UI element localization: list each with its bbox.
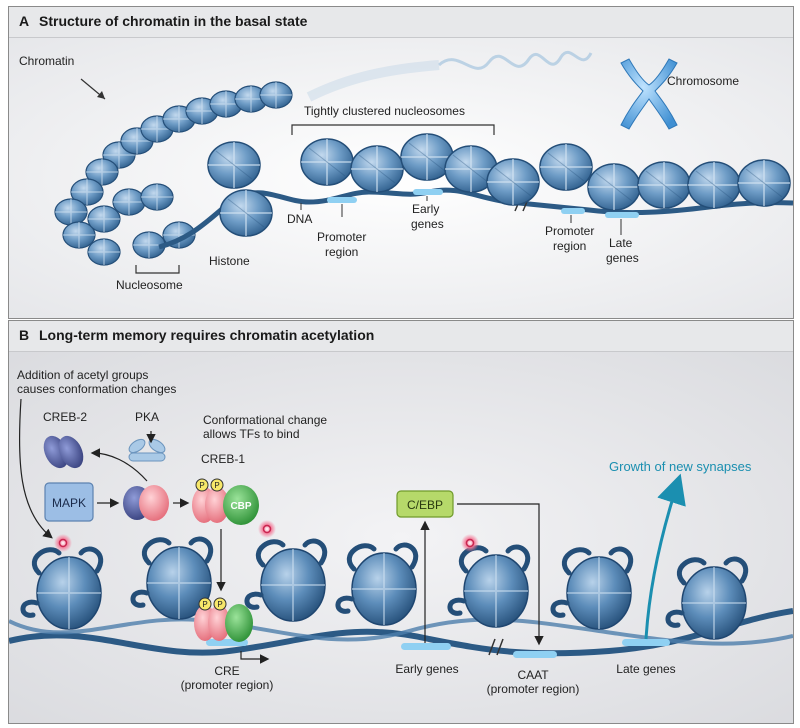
label-acetyl-line1: Addition of acetyl groups [17, 368, 148, 382]
label-chromatin: Chromatin [19, 54, 74, 68]
label-early-genes-b: Early genes [395, 662, 458, 676]
mapk-box: MAPK [44, 482, 94, 522]
dna-break-mark-b [488, 638, 504, 656]
label-mapk: MAPK [52, 496, 86, 510]
chromatin-structure-illustration: Chromatin Chromosome Tightly clustered n… [9, 37, 793, 318]
panel-a-title: Structure of chromatin in the basal stat… [39, 13, 308, 29]
label-promoter-2-line1: Promoter [545, 224, 594, 238]
promoter-region-highlight-2 [561, 208, 585, 214]
chromatin-fiber-fade [306, 60, 440, 102]
acetyl-arrow [18, 398, 53, 539]
creb2-protein [43, 435, 84, 469]
dimer-to-creb2-arrow [90, 448, 148, 482]
label-late-genes-b: Late genes [616, 662, 675, 676]
transcription-arrow [240, 651, 270, 664]
label-p-2: P [214, 481, 219, 490]
label-early-genes-line1: Early [412, 202, 439, 216]
panel-a-letter: A [19, 13, 30, 29]
label-acetyl-line2: causes conformation changes [17, 382, 176, 396]
cebp-box: C/EBP [396, 490, 454, 518]
acetylation-illustration: MAPK CBP P P [9, 351, 793, 723]
label-cre-line2: (promoter region) [181, 678, 274, 692]
label-nucleosome: Nucleosome [116, 278, 183, 292]
label-caat-line2: (promoter region) [487, 682, 580, 696]
creb1-bound-complex: P P [194, 597, 253, 642]
label-cbp: CBP [230, 501, 251, 512]
label-late-genes-line1: Late [609, 236, 633, 250]
label-promoter-2-line2: region [553, 239, 586, 253]
label-p-3: P [202, 600, 207, 609]
label-chromosome: Chromosome [667, 74, 739, 88]
chromosome-icon [620, 58, 678, 130]
panel-b-header: B Long-term memory requires chromatin ac… [9, 321, 793, 352]
label-histone: Histone [209, 254, 250, 268]
label-early-genes-line2: genes [411, 217, 444, 231]
late-genes-highlight [605, 212, 639, 218]
panel-b-title: Long-term memory requires chromatin acet… [39, 327, 375, 343]
label-conf-line2: allows TFs to bind [203, 427, 300, 441]
label-cebp: C/EBP [407, 498, 443, 512]
late-genes-highlight-b [622, 639, 670, 646]
label-cre-line1: CRE [214, 664, 239, 678]
tightly-clustered-bracket [291, 124, 495, 135]
early-genes-highlight [413, 189, 443, 195]
label-promoter-1-line1: Promoter [317, 230, 366, 244]
acetyl-groups [54, 520, 479, 552]
label-caat-line1: CAAT [517, 668, 549, 682]
panel-b-letter: B [19, 327, 30, 343]
label-late-genes-line2: genes [606, 251, 639, 265]
cebp-to-caat-arrow [457, 503, 544, 646]
creb1-cbp-complex: CBP P P [192, 478, 259, 525]
label-creb1: CREB-1 [201, 452, 245, 466]
label-creb2: CREB-2 [43, 410, 87, 424]
promoter-region-highlight-1 [327, 197, 357, 203]
label-dna: DNA [287, 212, 312, 226]
dna-strand-faint [437, 50, 593, 70]
caat-highlight [513, 651, 557, 658]
label-p-4: P [217, 600, 222, 609]
panel-b: B Long-term memory requires chromatin ac… [8, 320, 794, 724]
chromatin-arrowhead [97, 91, 105, 99]
nucleosome-bracket [135, 265, 180, 274]
growth-arrow [644, 473, 686, 640]
early-genes-highlight-b [401, 643, 451, 650]
label-promoter-1-line2: region [325, 245, 358, 259]
label-conf-line1: Conformational change [203, 413, 327, 427]
panel-a-header: A Structure of chromatin in the basal st… [9, 7, 793, 38]
label-pka: PKA [135, 410, 159, 424]
creb-dimer [123, 485, 169, 521]
label-tightly-clustered: Tightly clustered nucleosomes [304, 104, 465, 118]
label-p-1: P [199, 481, 204, 490]
label-growth: Growth of new synapses [609, 459, 752, 474]
panel-a: A Structure of chromatin in the basal st… [8, 6, 794, 319]
